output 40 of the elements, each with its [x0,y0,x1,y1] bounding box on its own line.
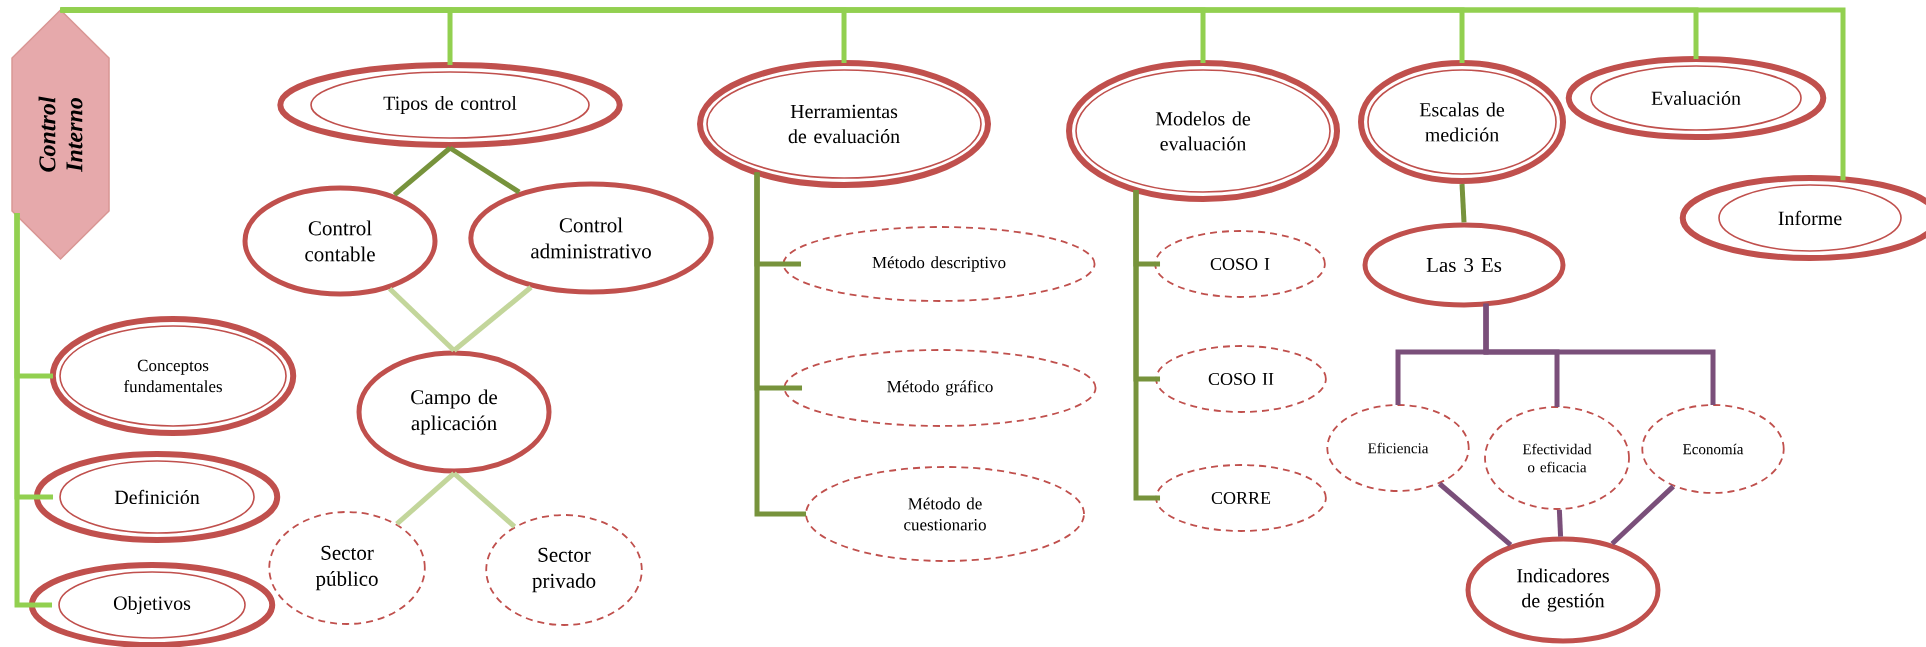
connector-line [1610,484,1675,546]
connector-line [452,471,517,529]
ellipse-node: Informe [1679,175,1926,261]
ellipse-node: Método gráfico [783,349,1097,427]
connector-line [1483,303,1716,405]
ellipse-node: Definición [33,451,281,543]
connector-line [14,213,52,608]
ellipse-node: Herramientas de evaluación [697,60,991,188]
connector-line [388,286,456,353]
ellipse-node: Las 3 Es [1362,222,1566,308]
connector-line [452,285,533,353]
ellipse-node: COSO II [1155,345,1327,413]
connector-line [392,146,452,197]
ellipse-node: Evaluación [1565,56,1827,140]
connector-line [1459,183,1467,223]
ellipse-node: Efectividad o eficacia [1484,406,1630,510]
ellipse-node: Eficiencia [1326,404,1470,492]
connector-line [448,145,521,195]
connector-line [395,471,456,526]
ellipse-node: Objetivos [28,562,276,647]
ellipse-node: Campo de aplicación [356,350,552,474]
ellipse-node: CORRE [1155,464,1327,532]
ellipse-node: Control contable [242,185,438,297]
connector-line [1437,481,1513,547]
ellipse-node: Tipos de control [277,62,623,148]
ellipse-node: Sector público [268,511,426,625]
ellipse-node: Economía [1641,404,1785,494]
connector-line [1133,189,1160,501]
ellipse-node: Sector privado [485,514,643,626]
ellipse-node: Conceptos fundamentales [49,316,297,436]
ellipse-node: Escalas de medición [1358,60,1566,184]
ellipse-node: Indicadores de gestión [1465,536,1661,644]
connector-line [754,172,806,517]
ellipse-node: Modelos de evaluación [1066,60,1340,202]
ellipse-node: Control administrativo [468,181,714,295]
ellipse-node: Método de cuestionario [805,466,1085,562]
ellipse-node: Método descriptivo [782,226,1096,302]
connector-line [60,7,1846,181]
ellipse-node: COSO I [1154,230,1326,298]
connector-line [1556,509,1564,537]
